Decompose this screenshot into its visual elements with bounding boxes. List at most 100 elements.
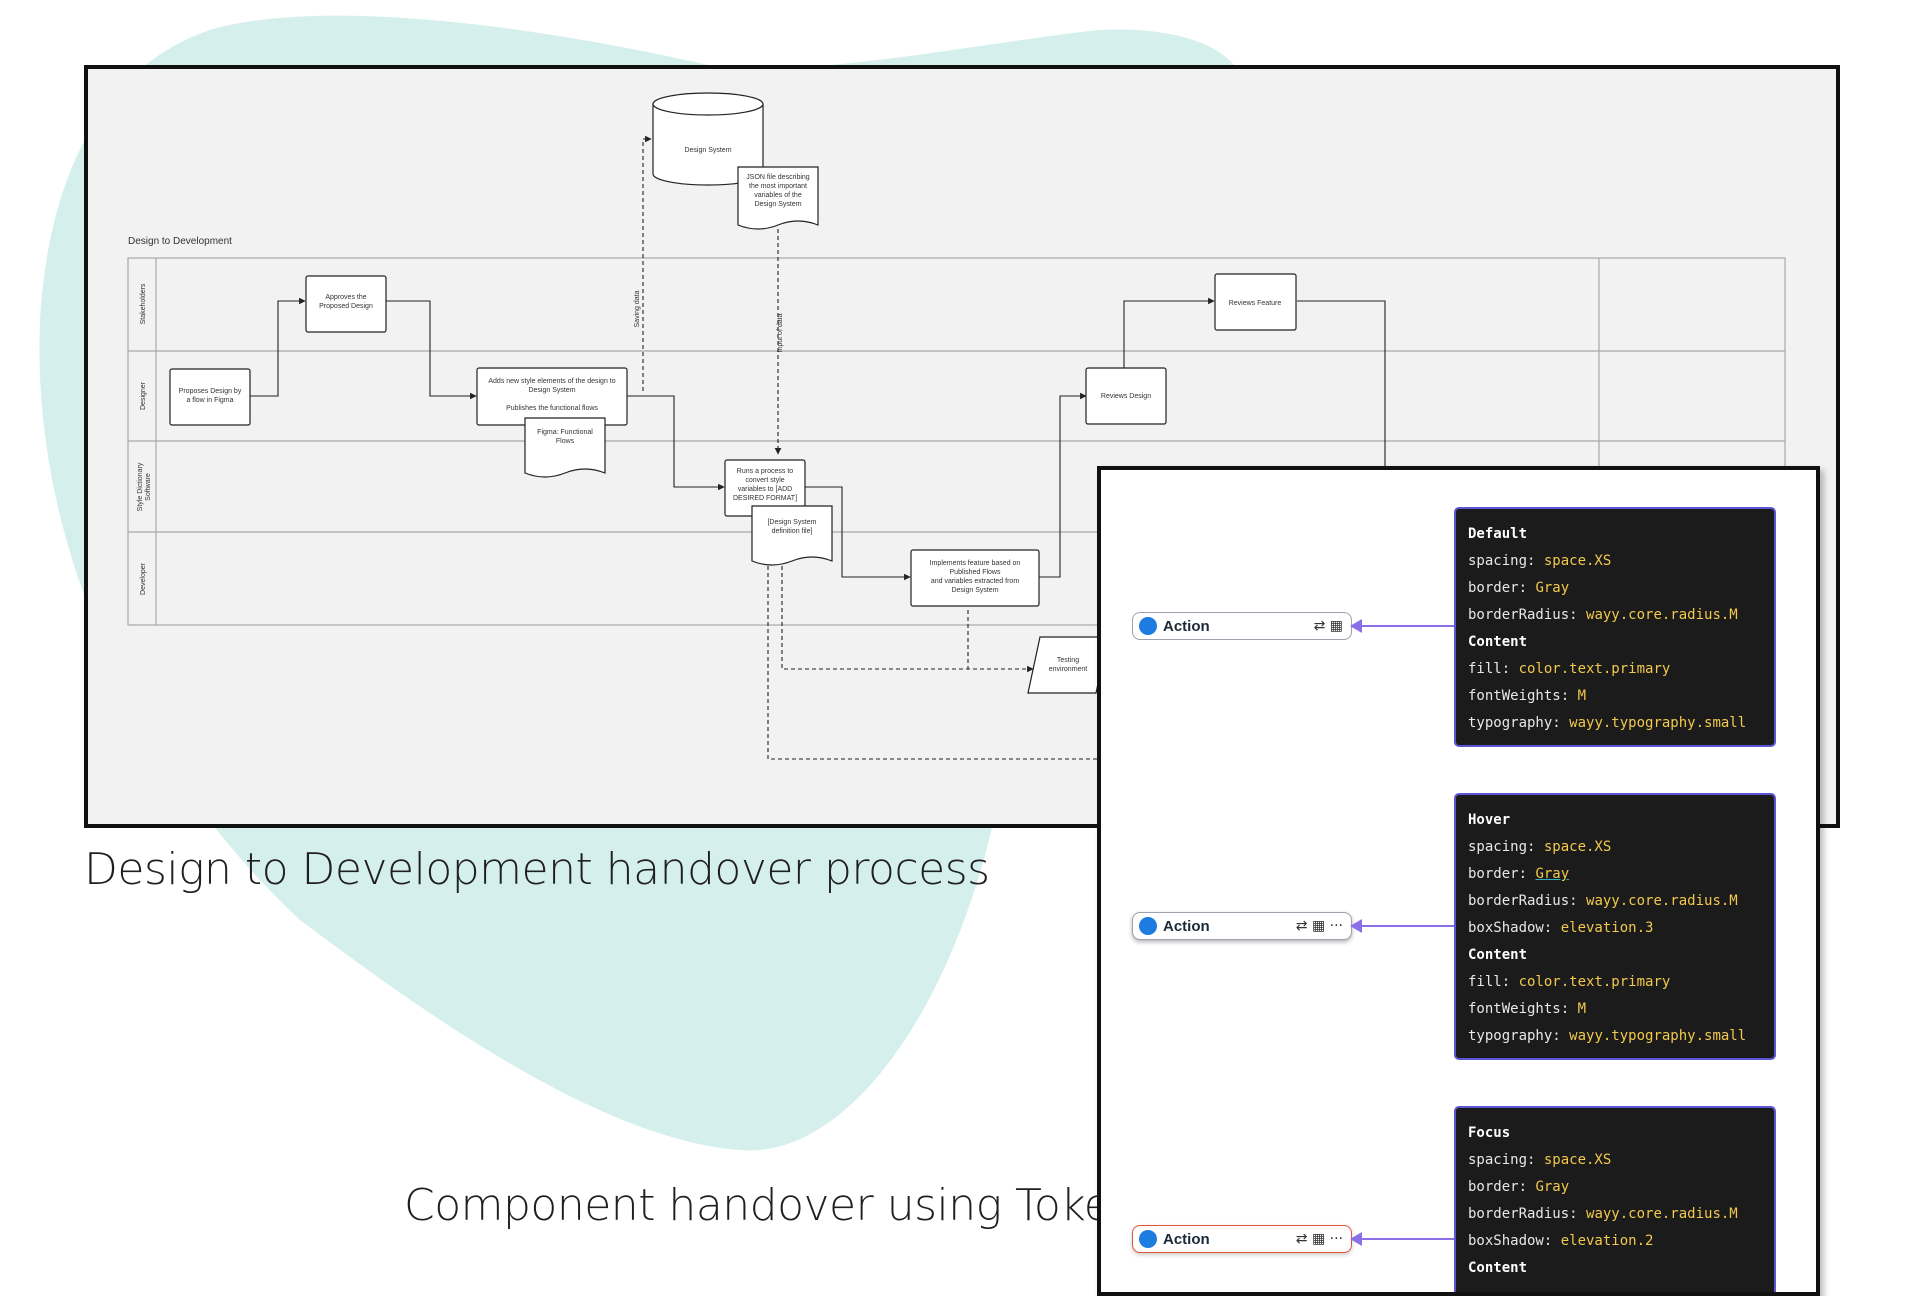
token-key: typography:: [1468, 1028, 1570, 1044]
svg-text:a flow in Figma: a flow in Figma: [186, 397, 233, 404]
token-line: fontWeights: M: [1468, 683, 1762, 710]
token-value: color.text.primary: [1518, 974, 1671, 990]
token-key: Hover: [1468, 812, 1511, 828]
diagram-title: Design to Development: [128, 236, 232, 247]
svg-text:Flows: Flows: [556, 438, 575, 445]
data-edges: [642, 135, 1098, 760]
token-line: borderRadius: wayy.core.radius.M: [1468, 1201, 1762, 1228]
svg-text:environment: environment: [1049, 666, 1088, 673]
token-key: border:: [1468, 866, 1536, 882]
token-section-header: Hover: [1468, 807, 1762, 834]
lane-developer: Developer: [140, 562, 147, 595]
token-section-header: Content: [1468, 1255, 1762, 1282]
token-value: Gray: [1535, 866, 1570, 882]
token-key: Focus: [1468, 1125, 1511, 1141]
token-block-focus: Focus spacing: space.XS border: Gray border…: [1454, 1106, 1776, 1292]
svg-text:Design System: Design System: [951, 587, 998, 594]
token-value: wayy.typography.small: [1569, 715, 1747, 731]
edge-label-input: Input of data: [777, 313, 784, 352]
avatar-dot: [1139, 1230, 1157, 1248]
flow-edges: [250, 297, 1386, 581]
svg-text:Reviews Feature: Reviews Feature: [1229, 300, 1282, 307]
svg-text:Published Flows: Published Flows: [950, 569, 1001, 576]
svg-text:Figma: Functional: Figma: Functional: [537, 429, 593, 436]
token-line: borderRadius: wayy.core.radius.M: [1468, 888, 1762, 915]
svg-text:Design System: Design System: [528, 387, 575, 394]
node-proposes: Proposes Design by a flow in Figma: [169, 368, 251, 426]
svg-text:Reviews Design: Reviews Design: [1101, 393, 1151, 400]
token-key: Content: [1468, 634, 1528, 650]
token-section-header: Focus: [1468, 1120, 1762, 1147]
token-key: Content: [1468, 1260, 1528, 1276]
token-key: boxShadow:: [1468, 920, 1561, 936]
lane-stakeholders: Stakeholders: [140, 283, 147, 324]
token-key: border:: [1468, 1179, 1536, 1195]
token-key: borderRadius:: [1468, 893, 1587, 909]
token-line: fill: color.text.primary: [1468, 969, 1762, 996]
repeat-calendar-more-icons[interactable]: ⇄ ▦ ···: [1295, 918, 1343, 934]
chip-label: Action: [1163, 617, 1210, 635]
token-key: borderRadius:: [1468, 607, 1587, 623]
node-reviews-feature: Reviews Feature: [1214, 273, 1297, 331]
token-value: Gray: [1535, 580, 1570, 596]
node-testing: Testing environment: [1027, 636, 1109, 694]
token-value: M: [1577, 688, 1587, 704]
svg-text:Design System: Design System: [684, 147, 731, 154]
svg-text:Publishes the functional flows: Publishes the functional flows: [506, 405, 598, 412]
token-value: M: [1577, 1001, 1587, 1017]
node-definition-file: [Design System definition file]: [751, 505, 833, 566]
token-line: fontWeights: M: [1468, 996, 1762, 1023]
token-line: spacing: space.XS: [1468, 548, 1762, 575]
svg-text:[Design System: [Design System: [767, 519, 816, 526]
token-line: boxShadow: elevation.3: [1468, 915, 1762, 942]
action-chip-default[interactable]: Action ⇄ ▦: [1132, 612, 1352, 640]
svg-text:Adds new style elements of the: Adds new style elements of the design to: [488, 378, 615, 385]
node-runs: Runs a process to convert style variable…: [724, 459, 806, 517]
repeat-calendar-icons[interactable]: ⇄ ▦: [1313, 618, 1343, 634]
token-value: space.XS: [1543, 1152, 1612, 1168]
design-system-node: Design System: [652, 92, 764, 186]
token-value: space.XS: [1543, 553, 1612, 569]
arrow-hover: [1350, 919, 1454, 933]
arrow-default: [1350, 619, 1454, 633]
token-key: fill:: [1468, 661, 1519, 677]
repeat-calendar-more-icons[interactable]: ⇄ ▦ ···: [1295, 1231, 1343, 1247]
token-line: spacing: space.XS: [1468, 1147, 1762, 1174]
token-key: boxShadow:: [1468, 1233, 1561, 1249]
token-value: space.XS: [1543, 839, 1612, 855]
arrow-focus: [1350, 1232, 1454, 1246]
token-key: borderRadius:: [1468, 1206, 1587, 1222]
token-line: border: Gray: [1468, 861, 1762, 888]
node-reviews-design: Reviews Design: [1085, 367, 1167, 425]
token-key: fill:: [1468, 974, 1519, 990]
chip-label: Action: [1163, 917, 1210, 935]
action-chip-focus[interactable]: Action ⇄ ▦ ···: [1132, 1225, 1352, 1253]
chip-label: Action: [1163, 1230, 1210, 1248]
svg-text:JSON file describing: JSON file describing: [746, 174, 810, 181]
svg-text:convert style: convert style: [745, 477, 784, 484]
token-value: wayy.core.radius.M: [1586, 1206, 1738, 1222]
token-section-header: Default: [1468, 521, 1762, 548]
token-line: border: Gray: [1468, 575, 1762, 602]
token-value: wayy.core.radius.M: [1586, 893, 1738, 909]
token-line: fill: color.text.primary: [1468, 656, 1762, 683]
edge-label-saving: Saving data: [634, 290, 641, 327]
token-line: typography: wayy.typography.small: [1468, 1023, 1762, 1050]
token-value: elevation.3: [1560, 920, 1654, 936]
token-value: wayy.core.radius.M: [1586, 607, 1738, 623]
token-line: boxShadow: elevation.2: [1468, 1228, 1762, 1255]
node-figma-flows: Figma: Functional Flows: [524, 417, 606, 478]
diagram-caption: Design to Development handover process: [84, 844, 990, 895]
svg-text:Testing: Testing: [1057, 657, 1079, 664]
svg-text:Proposed Design: Proposed Design: [319, 303, 373, 310]
token-key: fontWeights:: [1468, 1001, 1578, 1017]
tokens-caption: Component handover using Tokens: [404, 1180, 1161, 1231]
token-key: spacing:: [1468, 1152, 1544, 1168]
lane-labels: Stakeholders Designer Style Dictionary S…: [137, 283, 152, 595]
token-key: border:: [1468, 580, 1536, 596]
token-key: spacing:: [1468, 839, 1544, 855]
token-section-header: Content: [1468, 629, 1762, 656]
action-chip-hover[interactable]: Action ⇄ ▦ ···: [1132, 912, 1352, 940]
token-value: Gray: [1535, 1179, 1570, 1195]
